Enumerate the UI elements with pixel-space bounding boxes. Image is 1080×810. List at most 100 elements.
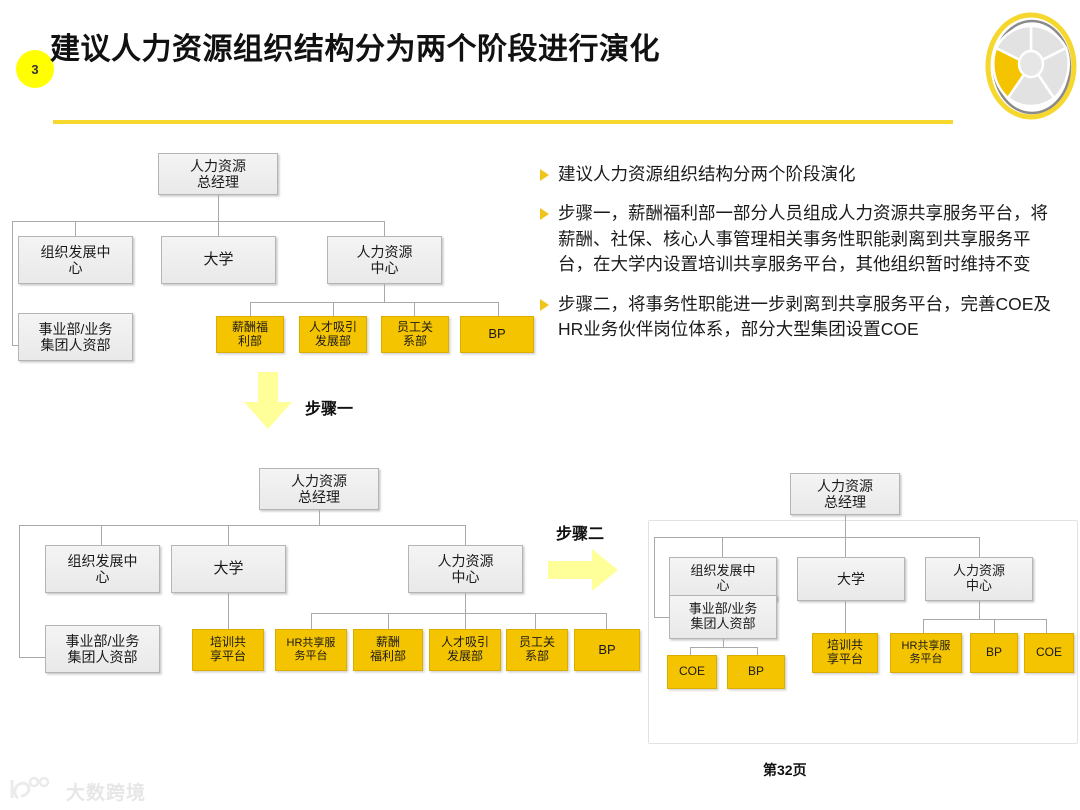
node-business-unit-hr: 事业部/业务 集团人资部 xyxy=(45,625,160,673)
list-item: 建议人力资源组织结构分两个阶段演化 xyxy=(540,162,1060,187)
bullet-text: 步骤二，将事务性职能进一步剥离到共享服务平台，完善COE及HR业务伙伴岗位体系，… xyxy=(558,293,1051,339)
node-label-line2: 系部 xyxy=(524,649,549,663)
node-label-line2: 总经理 xyxy=(824,494,866,510)
node-label-line1: COE xyxy=(678,664,705,679)
node-label-line1: 人力资源 xyxy=(437,552,494,569)
connector-line xyxy=(722,537,723,557)
node-label-line1: 人力资源 xyxy=(952,563,1005,579)
node-label-line1: 员工关 xyxy=(518,635,555,650)
node-bp: BP xyxy=(574,629,640,671)
node-business-unit-hr: 事业部/业务 集团人资部 xyxy=(18,313,133,361)
page-badge: 3 xyxy=(16,50,54,88)
node-label-line1: 事业部/业务 xyxy=(65,632,140,649)
node-label-line1: 培训共 xyxy=(826,638,863,653)
node-label-line2: 集团人资部 xyxy=(67,649,138,665)
connector-line xyxy=(723,639,724,647)
connector-line xyxy=(654,537,655,617)
connector-line xyxy=(218,195,219,221)
node-hr-general-manager: 人力资源 总经理 xyxy=(790,473,900,515)
wheel-logo-icon xyxy=(985,12,1077,120)
connector-line xyxy=(1046,619,1047,633)
connector-line xyxy=(845,515,846,537)
node-label-line2: 享平台 xyxy=(826,652,863,666)
node-label-line1: 人力资源 xyxy=(356,243,413,260)
node-hr-general-manager: 人力资源 总经理 xyxy=(259,468,379,510)
connector-line xyxy=(845,537,846,557)
node-label-line2: 发展部 xyxy=(446,649,483,663)
node-training-shared-platform: 培训共 享平台 xyxy=(192,629,264,671)
connector-line xyxy=(311,613,312,629)
connector-line xyxy=(218,221,219,236)
watermark: 大数跨境 xyxy=(8,776,146,807)
node-hr-center: 人力资源 中心 xyxy=(925,557,1033,601)
bullet-list: 建议人力资源组织结构分两个阶段演化 步骤一，薪酬福利部一部分人员组成人力资源共享… xyxy=(540,162,1060,356)
node-label-line1: 大学 xyxy=(837,570,865,587)
node-label-line2: 中心 xyxy=(370,260,399,276)
node-label-line1: BP xyxy=(488,326,506,342)
connector-line xyxy=(465,593,466,613)
node-university: 大学 xyxy=(797,557,905,601)
node-coe: COE xyxy=(667,655,717,689)
title-divider xyxy=(53,120,953,124)
triangle-bullet-icon xyxy=(540,169,549,181)
node-label-line2: 总经理 xyxy=(197,174,239,190)
node-label-line1: HR共享服 xyxy=(901,640,951,653)
connector-line xyxy=(757,647,758,655)
connector-line xyxy=(12,221,384,222)
connector-line xyxy=(333,302,334,316)
connector-line xyxy=(606,613,607,629)
node-label-line1: 大学 xyxy=(213,560,244,578)
node-label-line2: 中心 xyxy=(965,578,992,593)
connector-line xyxy=(994,619,995,633)
connector-line xyxy=(979,537,980,557)
connector-line xyxy=(228,525,229,545)
node-label-line1: 人才吸引 xyxy=(440,635,489,650)
node-label-line2: 中心 xyxy=(451,569,480,585)
node-label-line1: 事业部/业务 xyxy=(38,320,113,337)
node-org-development-center: 组织发展中 心 xyxy=(18,236,133,284)
node-label-line2: 集团人资部 xyxy=(690,616,756,631)
connector-line xyxy=(923,619,1046,620)
org-chart-phase-1: 人力资源 总经理 组织发展中 心 大学 人力资源 中心 xyxy=(0,460,650,675)
node-org-development-center: 组织发展中 心 xyxy=(669,557,777,601)
org-chart-phase-0: 人力资源 总经理 组织发展中 心 大学 人力资源 中心 xyxy=(0,145,540,361)
watermark-text: 大数跨境 xyxy=(66,783,147,804)
connector-line xyxy=(690,647,757,648)
node-label-line2: 心 xyxy=(95,569,110,585)
phase-2-frame xyxy=(648,520,1078,744)
node-label-line2: 福利部 xyxy=(369,649,406,663)
connector-line xyxy=(465,613,466,629)
connector-line xyxy=(654,617,674,618)
connector-line xyxy=(228,593,229,629)
node-coe: COE xyxy=(1024,633,1074,673)
node-talent-acquisition: 人才吸引 发展部 xyxy=(299,316,367,353)
connector-line xyxy=(979,601,980,619)
triangle-bullet-icon xyxy=(540,298,549,311)
node-label-line1: BP xyxy=(598,641,616,657)
connector-line xyxy=(535,613,536,629)
connector-line xyxy=(19,525,465,526)
connector-line xyxy=(319,510,320,525)
node-bp: BP xyxy=(970,633,1018,673)
node-label-line1: 组织发展中 xyxy=(40,243,111,260)
node-label-line1: 组织发展中 xyxy=(690,563,756,579)
connector-line xyxy=(250,302,498,303)
bullet-text: 步骤一，薪酬福利部一部分人员组成人力资源共享服务平台，将薪酬、社保、核心人事管理… xyxy=(558,203,1048,275)
connector-line xyxy=(250,302,251,316)
node-label-line1: 人力资源 xyxy=(190,157,246,174)
node-training-shared-platform: 培训共 享平台 xyxy=(812,633,878,673)
node-label-line1: BP xyxy=(747,664,764,679)
connector-line xyxy=(384,221,385,236)
step-one-label: 步骤一 xyxy=(305,401,354,418)
node-business-unit-hr: 事业部/业务 集团人资部 xyxy=(669,595,777,639)
connector-line xyxy=(19,657,45,658)
node-label-line2: 心 xyxy=(68,260,83,276)
bullet-text: 建议人力资源组织结构分两个阶段演化 xyxy=(558,164,856,184)
node-label-line1: HR共享服 xyxy=(286,637,336,650)
node-label-line1: 薪酬 xyxy=(375,635,400,650)
org-chart-phase-2: 人力资源 总经理 组织发展中 心 大学 人力资源 中心 xyxy=(650,465,1080,735)
node-label-line1: COE xyxy=(1035,645,1062,660)
node-label-line1: 培训共 xyxy=(209,635,246,650)
connector-line xyxy=(654,537,979,538)
